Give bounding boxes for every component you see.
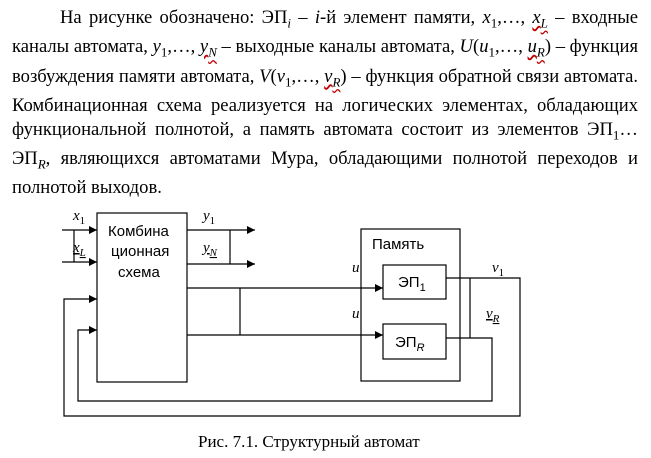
combinational-label-3: схема (118, 264, 160, 281)
paragraph-segment: V (259, 65, 271, 87)
paragraph-segment: R (37, 156, 46, 172)
memory-element-r-label: ЭПR (395, 334, 425, 354)
memory-label: Память (372, 236, 424, 253)
figure-caption: Рис. 7.1. Структурный автомат (198, 432, 420, 451)
v1-sub: 1 (499, 267, 505, 279)
paragraph-segment: x (532, 7, 541, 28)
x1-base: x (72, 208, 80, 224)
label-vr: vR (486, 306, 500, 325)
paragraph-segment: y (152, 36, 161, 58)
ep1-base: ЭП (398, 274, 420, 291)
yn-base: y (201, 240, 210, 256)
x1-sub: 1 (80, 215, 86, 227)
feedback-v1-line (63, 277, 521, 417)
body-paragraph: На рисунке обозначено: ЭПi – i-й элемент… (12, 6, 638, 200)
paragraph-segment: u (527, 36, 537, 58)
paragraph-text: На рисунке обозначено: ЭПi – i-й элемент… (12, 6, 638, 200)
paragraph-segment: 1 (160, 45, 168, 61)
paragraph-segment: 1 (284, 74, 292, 90)
paragraph-segment: N (208, 45, 217, 61)
paragraph-segment: ,…, (495, 36, 528, 58)
paragraph-segment: R (536, 45, 545, 61)
paragraph-segment: – входные каналы автомата, (12, 7, 639, 58)
combinational-label-2: ционная (111, 243, 169, 260)
paragraph-segment: y (199, 36, 209, 58)
paragraph-segment: ) – функция возбуждения памяти автомата, (12, 36, 638, 87)
memory-element-1-label: ЭП1 (398, 274, 426, 294)
paragraph-segment: ,…, (167, 36, 200, 58)
paragraph-segment: 1 (490, 15, 498, 31)
label-yn: yN (201, 240, 218, 259)
ep1-sub: 1 (420, 282, 426, 294)
feedback-vr-line (77, 326, 493, 402)
memory-element-1-box (382, 264, 447, 300)
paragraph-segment: v (276, 65, 285, 87)
y1-sub: 1 (210, 215, 216, 227)
combinational-circuit-box (96, 212, 188, 383)
memory-box (360, 228, 461, 382)
yn-sub: N (209, 247, 218, 259)
y1-base: y (201, 208, 210, 224)
epr-sub: R (417, 342, 425, 354)
combinational-label-1: Комбина (108, 223, 169, 240)
paragraph-segment: R (332, 74, 341, 90)
paragraph-segment: – выходные каналы автомата, (216, 36, 460, 58)
xl-base: x (72, 240, 80, 256)
epr-base: ЭП (395, 334, 417, 351)
paragraph-segment: …ЭП (12, 118, 638, 169)
paragraph-segment: u (479, 36, 489, 58)
paragraph-segment: v (324, 65, 333, 87)
v1-base: v (492, 260, 499, 276)
paragraph-segment: -й элемент памяти, (320, 7, 483, 28)
memory-element-r-box (382, 323, 447, 360)
paragraph-segment: 1 (488, 45, 495, 61)
vr-base: v (486, 306, 493, 322)
paragraph-segment: , являющихся автоматами Мура, обладающим… (12, 147, 638, 199)
paragraph-segment: ,…, (497, 7, 533, 28)
paragraph-segment: i (314, 7, 320, 28)
paragraph-segment: ( (270, 65, 277, 87)
label-v1: v1 (492, 260, 504, 279)
paragraph-segment: x (482, 7, 491, 28)
label-u-top: u (352, 260, 360, 276)
paragraph-segment: L (540, 15, 548, 31)
paragraph-segment: ,…, (291, 65, 325, 87)
paragraph-segment: На рисунке обозначено: ЭП (60, 7, 288, 28)
paragraph-segment: ( (472, 36, 480, 58)
label-x1: x1 (72, 208, 85, 227)
vr-sub: R (492, 313, 500, 325)
label-xl: xL (72, 240, 86, 259)
paragraph-segment: i (287, 15, 291, 31)
xl-sub: L (79, 247, 86, 259)
label-u-bottom: u (352, 306, 360, 322)
paragraph-segment: 1 (612, 127, 620, 143)
paragraph-segment: ) – функция обратной связи автомата. Ком… (12, 65, 638, 140)
paragraph-segment: – (291, 7, 315, 28)
label-y1: y1 (201, 208, 215, 227)
paragraph-segment: U (459, 36, 473, 58)
